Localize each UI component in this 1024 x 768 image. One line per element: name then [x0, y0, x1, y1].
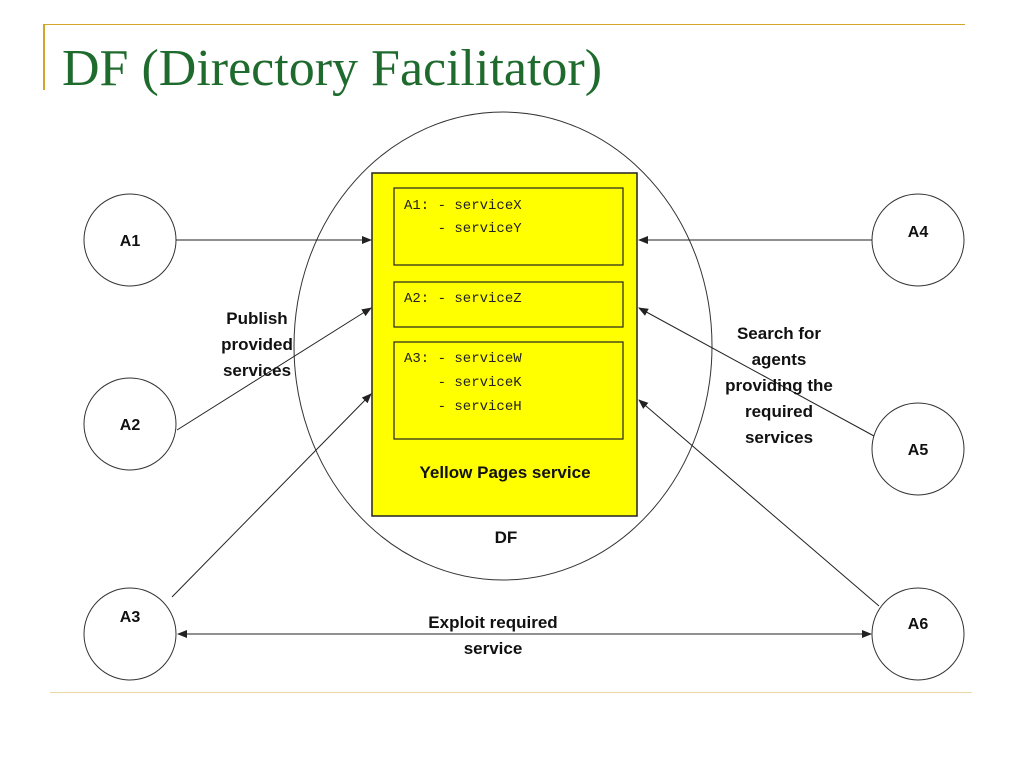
slide-title: DF (Directory Facilitator)	[62, 40, 603, 97]
agent-a3-label: A3	[120, 609, 141, 626]
publish-label-line-3: services	[223, 361, 291, 380]
agent-a5-circle	[871, 402, 965, 496]
agent-a2-circle	[83, 377, 177, 471]
search-label-line-5: services	[745, 428, 813, 447]
yellow-pages-box	[371, 172, 638, 517]
registry-a2-line-1: A2: - serviceZ	[404, 291, 522, 307]
arrow-a6-search	[638, 399, 880, 607]
agent-a6-label: A6	[908, 616, 929, 633]
agent-a6-circle	[871, 587, 965, 681]
publish-label-line-2: provided	[221, 335, 293, 354]
title-accent-line-top	[43, 24, 965, 25]
arrow-a5-search	[638, 307, 875, 437]
arrow-a2-publish	[176, 307, 372, 431]
agent-a3-circle	[83, 587, 177, 681]
registry-a1-line-2: - serviceY	[404, 221, 522, 237]
yellow-pages-label: Yellow Pages service	[419, 463, 590, 482]
agent-a5-label: A5	[908, 442, 929, 459]
agent-a1-label: A1	[120, 233, 141, 250]
agent-a2-label: A2	[120, 417, 141, 434]
exploit-label-line-1: Exploit required	[428, 613, 557, 632]
df-ellipse	[293, 111, 713, 581]
arrow-a3-publish	[171, 393, 372, 598]
registry-a3-line-1: A3: - serviceW	[404, 351, 522, 367]
registry-a3-line-2: - serviceK	[404, 375, 522, 391]
exploit-label-line-2: service	[464, 639, 523, 658]
registry-a1-line-1: A1: - serviceX	[404, 198, 522, 214]
search-label-line-4: required	[745, 402, 813, 421]
agent-a4-label: A4	[908, 224, 929, 241]
search-label-line-3: providing the	[725, 376, 833, 395]
bottom-rule	[50, 692, 972, 693]
search-label-line-1: Search for	[737, 324, 821, 343]
publish-label-line-1: Publish	[226, 309, 287, 328]
registry-a3-line-3: - serviceH	[404, 399, 522, 415]
df-label: DF	[495, 528, 518, 547]
registry-entry-a1	[393, 187, 624, 266]
registry-entry-a3	[393, 341, 624, 440]
title-accent-line-left	[43, 24, 45, 90]
search-label-line-2: agents	[752, 350, 807, 369]
registry-entry-a2	[393, 281, 624, 328]
